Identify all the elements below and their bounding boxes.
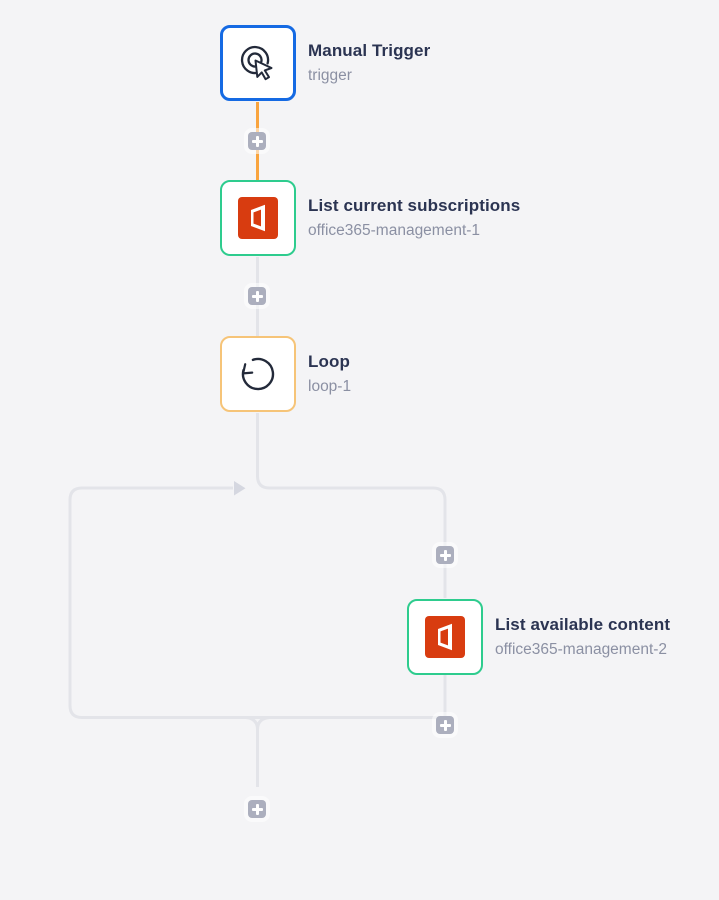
node-text: List current subscriptions office365-man…	[308, 196, 520, 240]
add-step-button[interactable]	[248, 132, 266, 150]
plus-icon	[436, 716, 454, 734]
connector-loop-body	[256, 413, 447, 598]
node-text: Loop loop-1	[308, 352, 351, 396]
workflow-node-loop: Loop loop-1	[220, 336, 351, 412]
node-box-loop[interactable]	[220, 336, 296, 412]
node-title: Loop	[308, 352, 350, 371]
plus-icon	[248, 132, 266, 150]
node-subtitle: trigger	[308, 67, 352, 84]
connector-exit	[245, 716, 270, 787]
manual-trigger-icon	[240, 45, 273, 81]
node-text: List available content office365-managem…	[495, 615, 670, 659]
node-subtitle: loop-1	[308, 378, 352, 395]
node-subtitle: office365-management-1	[308, 222, 481, 239]
plus-icon	[248, 800, 266, 818]
workflow-node-list-available-content: List available content office365-managem…	[407, 599, 670, 675]
add-step-button[interactable]	[248, 287, 266, 305]
loop-return-arrow-icon	[234, 481, 246, 496]
office365-icon	[238, 197, 278, 239]
add-step-button[interactable]	[436, 716, 454, 734]
node-box-list-available-content[interactable]	[407, 599, 483, 675]
node-subtitle: office365-management-2	[495, 641, 668, 658]
add-step-button[interactable]	[436, 546, 454, 564]
loop-icon	[241, 357, 275, 391]
office365-icon	[425, 616, 465, 658]
plus-icon	[436, 546, 454, 564]
node-text: Manual Trigger trigger	[308, 41, 430, 85]
add-step-button[interactable]	[248, 800, 266, 818]
node-title: List current subscriptions	[308, 196, 521, 215]
node-box-list-current-subscriptions[interactable]	[220, 180, 296, 256]
plus-icon	[248, 287, 266, 305]
node-box-manual-trigger[interactable]	[220, 25, 296, 101]
workflow-node-manual-trigger: Manual Trigger trigger	[220, 25, 430, 101]
node-title: Manual Trigger	[308, 41, 431, 60]
connector-loop-return	[68, 486, 445, 719]
node-title: List available content	[495, 615, 671, 634]
workflow-node-list-current-subscriptions: List current subscriptions office365-man…	[220, 180, 520, 256]
